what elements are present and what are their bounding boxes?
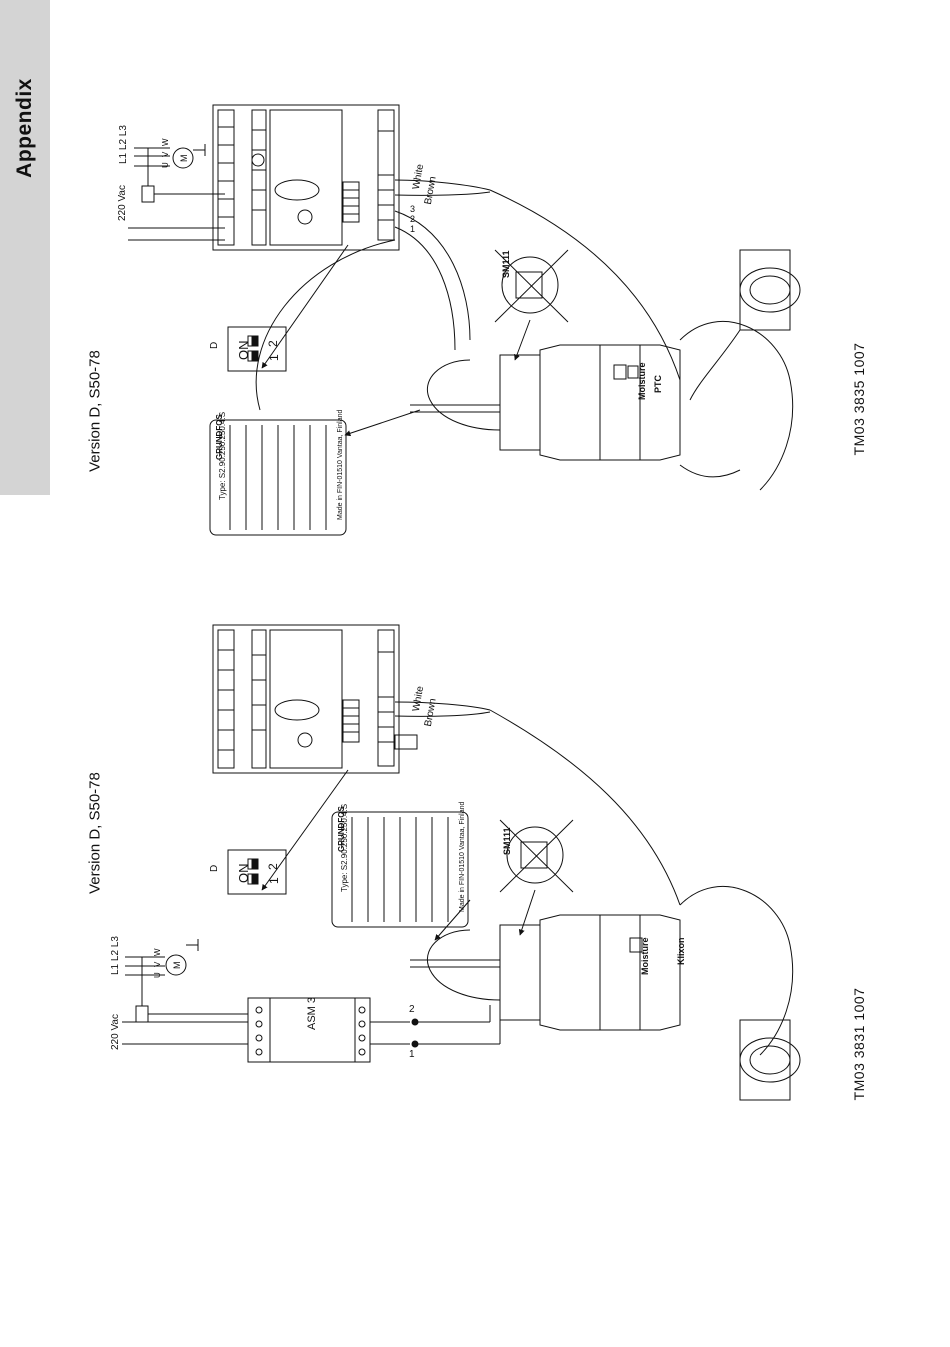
sensor-moisture: Moisture (637, 362, 647, 400)
sm111-label: SM111 (502, 827, 512, 855)
wire-white (394, 701, 491, 711)
wire-white-label: White (411, 685, 426, 713)
diagram-right: 220 Vac L1 L2 L3 M U V W (117, 104, 801, 536)
terminal-num-1: 1 (409, 1049, 415, 1060)
dip-title: D (209, 865, 220, 872)
pump-drawing-left (410, 886, 801, 1101)
terminal-num-2: 2 (409, 1004, 415, 1015)
wire-brown-label: Brown (423, 698, 439, 728)
terminal-u: U (153, 972, 162, 978)
pump-drawing-right (410, 249, 801, 491)
reset-button[interactable] (297, 732, 313, 748)
terminal-num-2: 2 (410, 214, 415, 224)
dip-pos-1: 1 (267, 877, 281, 884)
dip-on-label: ON (236, 864, 251, 884)
sm111-label: SM111 (501, 250, 511, 278)
wire-white-label: White (411, 163, 426, 191)
dip-switch-right: ON 2 1 D (209, 326, 287, 372)
relay-coil (141, 185, 155, 203)
dip-block (342, 181, 360, 223)
dip-on-label: ON (236, 341, 251, 361)
phases-label: L1 L2 L3 (118, 125, 129, 164)
terminal-num-3: 3 (410, 204, 415, 214)
motor-label: M (172, 962, 182, 970)
terminal-u: U (161, 162, 170, 168)
dip-pos-2: 2 (266, 863, 280, 870)
sm111-module-right: SM111 (494, 249, 569, 323)
control-unit-left (212, 624, 418, 774)
motor-symbol (172, 147, 194, 169)
nameplate-brand: GRUNDFOS (337, 806, 346, 852)
terminal-v: V (153, 961, 162, 967)
nameplate-brand: GRUNDFOS (215, 414, 224, 460)
dip-title: D (209, 342, 220, 349)
wire-white (394, 179, 491, 191)
dip-pos-1: 1 (267, 354, 281, 361)
nameplate-left: Type: S2.90.250.250.4.S GRUNDFOS Made in… (331, 802, 469, 928)
phases-label: L1 L2 L3 (110, 936, 121, 975)
nameplate-made-in: Made in FIN-01510 Vantaa, Finland (459, 802, 466, 912)
terminal-w: W (161, 138, 170, 146)
diagram-left: 220 Vac L1 L2 L3 M U V W ASM 3 2 1 (110, 624, 801, 1101)
wire-brown-label: Brown (423, 176, 439, 206)
terminal-v: V (161, 151, 170, 157)
dip-pos-2: 2 (266, 340, 280, 347)
reset-button[interactable] (297, 209, 313, 225)
motor-symbol (165, 954, 187, 976)
sensor-klixon: Klixon (676, 937, 686, 965)
asm3-relay: ASM 3 (247, 997, 371, 1063)
section-tab: Appendix (0, 0, 50, 495)
motor-label: M (179, 155, 189, 163)
supply-label: 220 Vac (117, 185, 128, 221)
dip-switch-left: ON 2 1 D (209, 849, 287, 895)
sensor-moisture: Moisture (640, 937, 650, 975)
dip-block (342, 699, 360, 743)
nameplate-made-in: Made in FIN-01510 Vantaa, Finland (337, 410, 344, 520)
control-unit-right (212, 104, 400, 251)
wire-brown (394, 191, 491, 196)
supply-label: 220 Vac (110, 1014, 121, 1050)
relay-label: ASM 3 (306, 997, 318, 1030)
wire-brown (394, 711, 491, 717)
nameplate-right: Type: S2.90.250.250.4.S GRUNDFOS Made in… (209, 410, 347, 536)
sensor-ptc: PTC (653, 374, 663, 393)
relay-coil (135, 1005, 149, 1023)
sm111-module-left: SM111 (499, 819, 574, 893)
terminal-w: W (153, 948, 162, 956)
nameplate-type: Type: S2.90.250.250.4.S (218, 412, 227, 500)
terminal-num-1: 1 (410, 224, 415, 234)
nameplate-type: Type: S2.90.250.250.4.S (340, 804, 349, 892)
